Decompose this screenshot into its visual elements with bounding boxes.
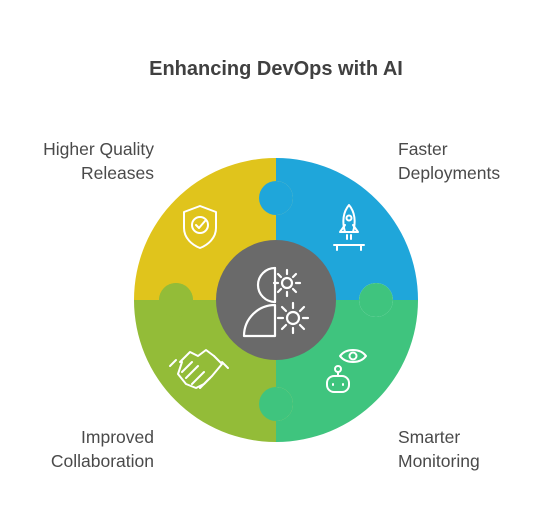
robot-eye-icon bbox=[326, 349, 367, 393]
ai-head-gears-icon bbox=[242, 266, 310, 338]
label-improved-collaboration: Improved Collaboration bbox=[51, 425, 154, 473]
label-line: Improved bbox=[81, 427, 154, 447]
label-faster-deployments: Faster Deployments bbox=[398, 137, 500, 185]
shield-check-icon bbox=[183, 205, 217, 249]
puzzle-tab-top bbox=[259, 181, 293, 215]
label-line: Smarter bbox=[398, 427, 461, 447]
label-line: Collaboration bbox=[50, 451, 154, 471]
label-smarter-monitoring: Smarter Monitoring bbox=[398, 425, 480, 473]
label-higher-quality-releases: Higher Quality Releases bbox=[43, 137, 154, 185]
handshake-icon bbox=[169, 349, 229, 389]
puzzle-tab-left bbox=[159, 283, 193, 317]
label-line: Monitoring bbox=[398, 451, 480, 471]
label-line: Deployments bbox=[398, 163, 501, 183]
label-line: Releases bbox=[81, 163, 154, 183]
puzzle-tab-right bbox=[359, 283, 393, 317]
label-line: Faster bbox=[398, 139, 448, 159]
diagram-title: Enhancing DevOps with AI bbox=[149, 58, 403, 80]
label-line: Higher Quality bbox=[43, 139, 154, 159]
rocket-icon bbox=[333, 204, 365, 251]
puzzle-tab-bottom bbox=[259, 387, 293, 421]
